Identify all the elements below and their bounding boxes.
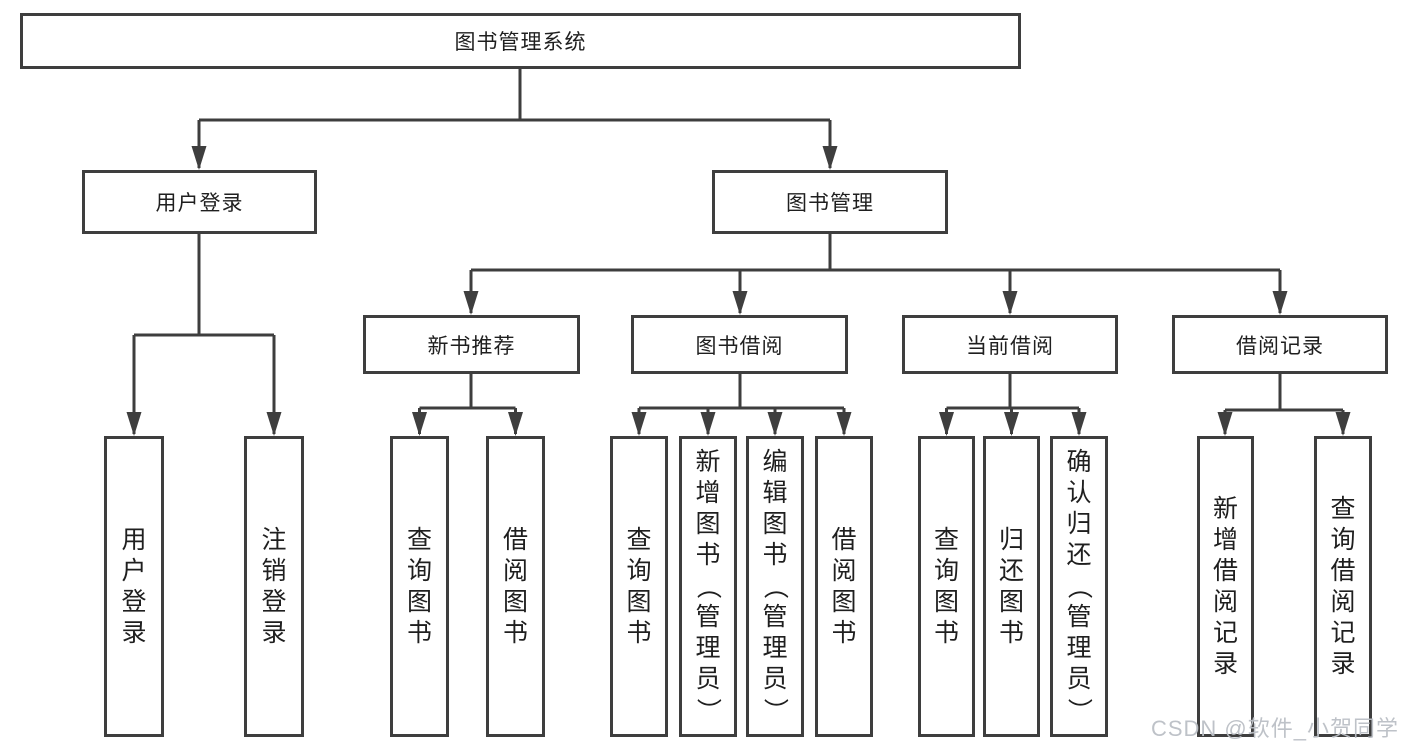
arrowhead-leaf-add-borrow-record <box>1217 412 1233 436</box>
connector-user-login-to-leaves <box>132 234 276 434</box>
arrowhead-leaf-user-login <box>126 412 142 436</box>
connector-book-borrowing-to-leaves <box>637 374 846 434</box>
leaf-add-books-admin: 新增图书（管理员） <box>679 436 737 737</box>
arrowhead-leaf-confirm-return <box>1071 412 1087 436</box>
leaf-query-borrow-record: 查询借阅记录 <box>1314 436 1372 737</box>
node-new-book-recommend: 新书推荐 <box>363 315 580 374</box>
arrowhead-leaf-query-books-borrow <box>631 412 647 436</box>
arrowhead-leaf-edit-books <box>767 412 783 436</box>
watermark-csdn: CSDN @软件_小贺同学 <box>1150 716 1399 741</box>
leaf-query-books-current: 查询图书 <box>918 436 975 737</box>
connector-borrowing-records-to-leaves <box>1223 374 1345 434</box>
node-library-management-system: 图书管理系统 <box>20 13 1021 69</box>
arrowhead-leaf-borrow-books <box>836 412 852 436</box>
arrowhead-leaf-query-books-rec <box>412 412 427 436</box>
leaf-add-borrow-record: 新增借阅记录 <box>1197 436 1254 737</box>
leaf-query-books-borrowing: 查询图书 <box>610 436 668 737</box>
leaf-confirm-return-admin: 确认归还（管理员） <box>1050 436 1108 737</box>
arrowhead-current-borrowing <box>1002 291 1018 315</box>
connector-new-book-recommend-to-leaves <box>418 374 517 434</box>
leaf-logout: 注销登录 <box>244 436 304 737</box>
leaf-edit-books-admin: 编辑图书（管理员） <box>746 436 804 737</box>
arrowhead-leaf-return-books <box>1004 412 1019 436</box>
leaf-query-books-recommend: 查询图书 <box>390 436 449 737</box>
leaf-user-login: 用户登录 <box>104 436 164 737</box>
leaf-borrow-books: 借阅图书 <box>815 436 873 737</box>
arrowhead-borrowing-records <box>1272 291 1288 315</box>
node-book-borrowing: 图书借阅 <box>631 315 848 374</box>
arrowheads <box>126 146 1351 436</box>
arrowhead-new-book-recommend <box>463 291 479 315</box>
connector-book-management-to-level3 <box>469 234 1282 313</box>
node-user-login: 用户登录 <box>82 170 317 234</box>
leaf-borrow-books-recommend: 借阅图书 <box>486 436 545 737</box>
arrowhead-leaf-logout <box>266 412 282 436</box>
leaf-return-books: 归还图书 <box>983 436 1040 737</box>
arrowhead-leaf-borrow-books-rec <box>508 412 523 436</box>
arrowhead-leaf-add-books <box>700 412 716 436</box>
arrowhead-book-management <box>822 146 838 170</box>
node-current-borrowing: 当前借阅 <box>902 315 1118 374</box>
arrowhead-leaf-query-borrow-record <box>1335 412 1351 436</box>
node-borrowing-records: 借阅记录 <box>1172 315 1388 374</box>
node-book-management: 图书管理 <box>712 170 948 234</box>
arrowhead-leaf-query-books-cur <box>939 412 954 436</box>
arrowhead-book-borrowing <box>732 291 748 315</box>
arrowhead-user-login <box>191 146 207 170</box>
connector-root-to-level2 <box>197 68 832 168</box>
